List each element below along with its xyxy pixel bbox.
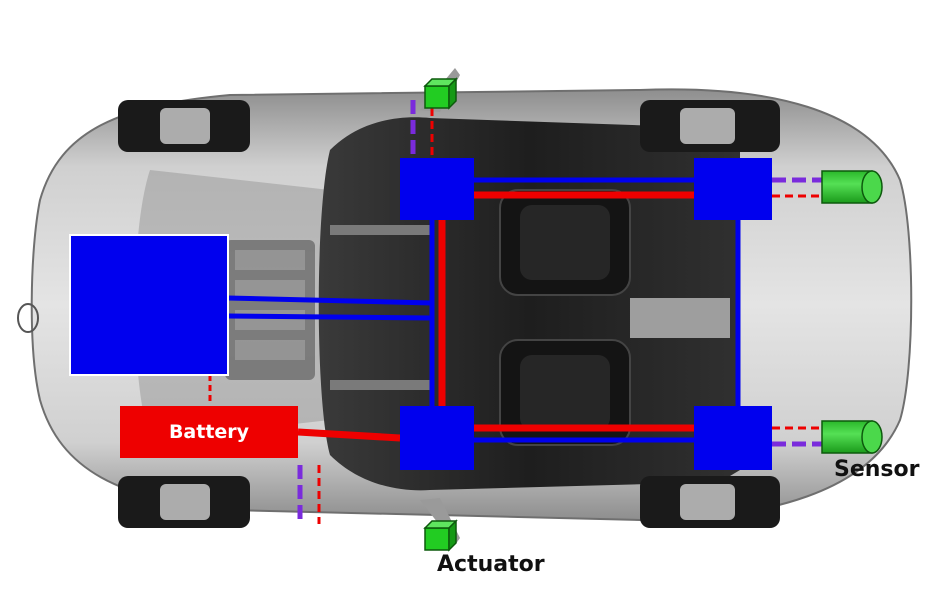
central-ecu — [69, 234, 229, 376]
zone-ecu-rear-right — [694, 406, 772, 470]
zone-ecu-front-right — [400, 406, 474, 470]
battery-label: Battery — [168, 421, 250, 443]
logo-emblem — [17, 303, 39, 333]
zone-ecu-front-left — [400, 158, 474, 220]
seats — [330, 189, 730, 446]
zone-ecus — [400, 158, 772, 470]
sensor-label: Sensor — [834, 457, 920, 482]
zone-ecu-rear-left — [694, 158, 772, 220]
signal-line-central-2 — [227, 313, 433, 321]
wheels — [118, 100, 780, 528]
sensor-bottom — [821, 420, 883, 454]
actuator-label: Actuator — [437, 552, 545, 577]
power-line-battery — [297, 428, 401, 442]
engine-block — [225, 240, 315, 380]
signal-line-central-1 — [227, 295, 433, 306]
sensor-top — [821, 170, 883, 204]
actuator-top — [423, 77, 458, 110]
actuator-bottom — [423, 519, 458, 552]
signal-lines — [227, 177, 741, 443]
battery-box — [120, 406, 298, 458]
power-lines — [297, 191, 694, 442]
device-connections — [208, 100, 822, 524]
